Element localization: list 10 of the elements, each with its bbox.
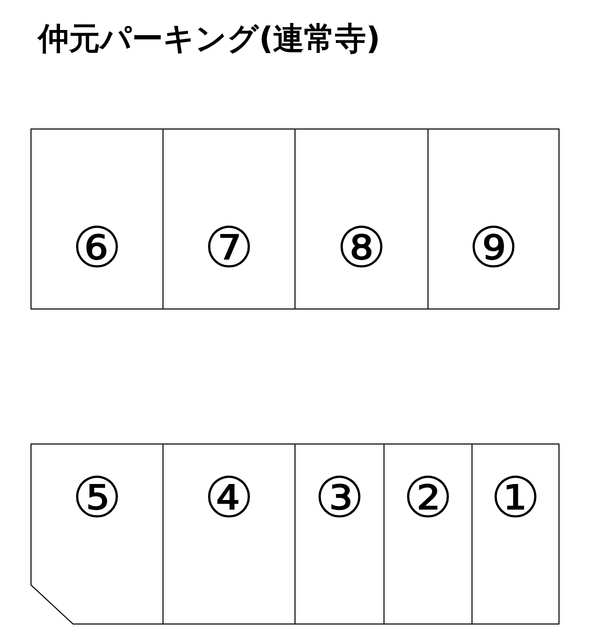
space-number: ④	[202, 471, 256, 527]
space-number: ③	[313, 471, 366, 527]
space-number: ⑥	[70, 221, 124, 277]
space-number: ⑧	[335, 221, 388, 277]
space-number: ⑨	[467, 221, 520, 277]
space-number: ②	[402, 471, 454, 527]
space-number: ⑦	[202, 221, 256, 277]
space-number: ①	[489, 471, 542, 527]
space-number: ⑤	[70, 471, 124, 527]
title: 仲元パーキング(連常寺)	[38, 20, 380, 59]
